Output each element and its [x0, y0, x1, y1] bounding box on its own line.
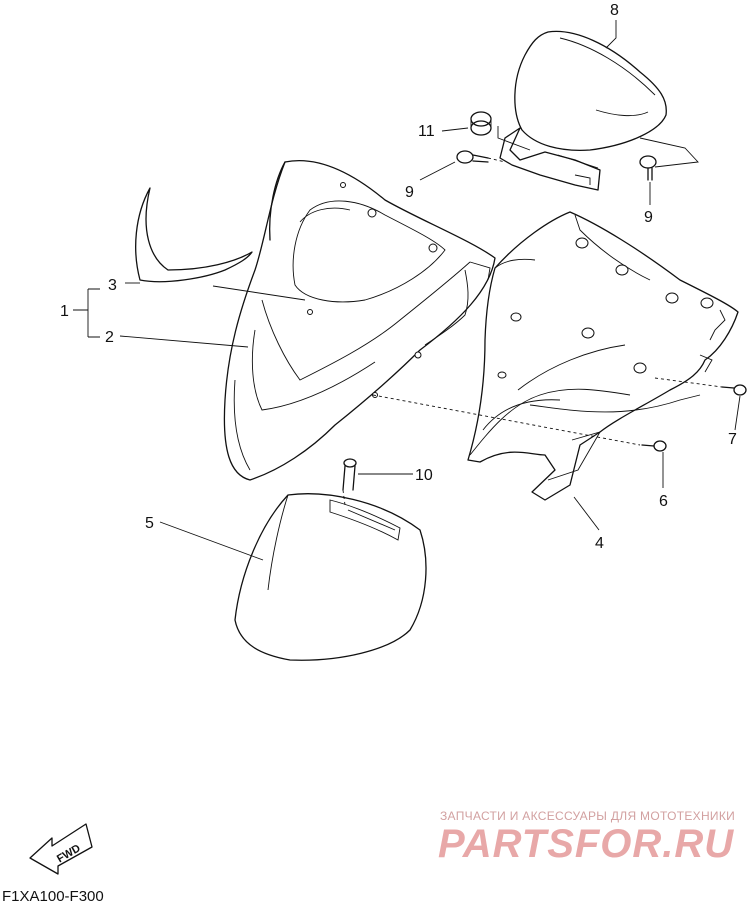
leader-lines — [73, 20, 741, 561]
callout-5: 5 — [145, 515, 154, 532]
screw-part-9-right[interactable] — [639, 155, 657, 181]
callout-4: 4 — [595, 535, 604, 552]
callout-6: 6 — [659, 493, 668, 510]
diagram-code: F1XA100-F300 — [2, 888, 104, 905]
callout-3: 3 — [108, 277, 117, 294]
watermark-tagline: ЗАПЧАСТИ И АКСЕССУАРЫ ДЛЯ МОТОТЕХНИКИ — [440, 809, 736, 823]
trim-part-3[interactable] — [135, 187, 253, 283]
fwd-arrow-icon: FWD — [29, 823, 93, 875]
assembly-dashed-lines — [342, 157, 723, 506]
screw-part-6[interactable] — [641, 440, 667, 452]
inner-panel-part-4[interactable] — [467, 211, 739, 501]
callout-8: 8 — [610, 2, 619, 19]
callout-1: 1 — [60, 303, 69, 320]
callout-10: 10 — [415, 467, 433, 484]
callout-7: 7 — [728, 431, 737, 448]
watermark-logo: PARTSFOR.RU — [438, 822, 735, 866]
screw-part-9-left[interactable] — [456, 150, 489, 164]
headlight-cover-part-8[interactable] — [499, 30, 667, 191]
screw-part-7[interactable] — [721, 384, 747, 396]
screw-part-10[interactable] — [342, 458, 357, 491]
callout-2: 2 — [105, 329, 114, 346]
grommet-part-11[interactable] — [470, 111, 492, 136]
front-fender-part-5[interactable] — [234, 493, 427, 661]
callout-9-right: 9 — [644, 209, 653, 226]
callout-9-left: 9 — [405, 184, 414, 201]
fwd-label: FWD — [55, 842, 83, 865]
callout-labels: 1 2 3 4 5 6 7 8 9 9 10 11 — [60, 2, 737, 552]
callout-11: 11 — [418, 123, 435, 140]
front-cover-part-2[interactable] — [223, 160, 496, 481]
